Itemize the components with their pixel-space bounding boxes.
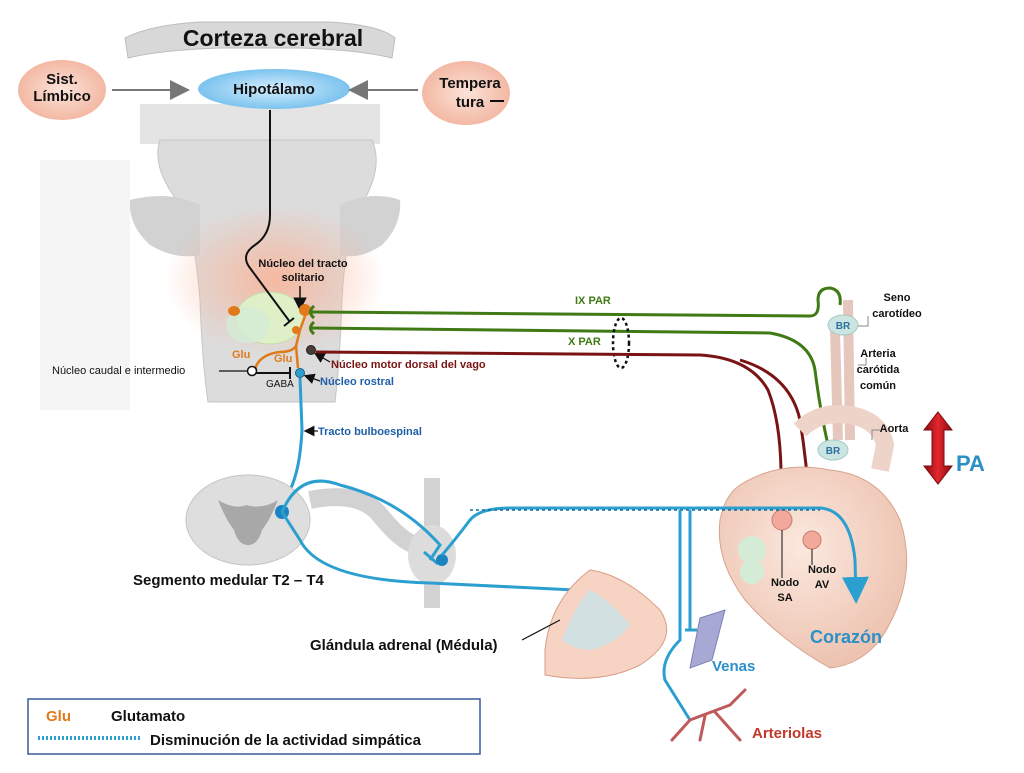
common-carotid-label-line3: común xyxy=(860,380,896,392)
common-carotid-label-line1: Arteria xyxy=(860,348,896,360)
adrenal-gland-illustration xyxy=(544,569,668,679)
rostral-arrow xyxy=(303,373,321,384)
carotid-sinus-label-line1: Seno xyxy=(884,292,911,304)
motor-dorsal-nucleus-node xyxy=(306,345,316,355)
adrenal-label: Glándula adrenal (Médula) xyxy=(310,637,498,654)
limbic-label-line1: Sist. xyxy=(46,71,78,88)
temperature-label-line1: Tempera xyxy=(439,75,501,92)
legend-box xyxy=(27,698,481,755)
legend-glu-abbrev: Glu xyxy=(46,708,71,725)
arterioles-label: Arteriolas xyxy=(752,725,822,742)
carotid-baroreceptor xyxy=(827,314,859,336)
caudal-nucleus-label: Núcleo caudal e intermedio xyxy=(52,365,185,377)
av-node xyxy=(802,530,822,550)
hypothalamus-descending-fiber xyxy=(245,110,291,323)
ix-nerve-label: IX PAR xyxy=(575,295,611,307)
aortic-br-label: BR xyxy=(826,446,841,457)
vein-illustration xyxy=(689,609,726,669)
aortic-baroreceptor xyxy=(817,439,849,461)
nts-label-line1: Núcleo del tracto xyxy=(258,258,348,270)
motor-dorsal-label: Núcleo motor dorsal del vago xyxy=(331,359,486,371)
legend-glu-name: Glutamato xyxy=(111,708,185,725)
adrenal-pointer xyxy=(521,619,561,641)
ix-nerve xyxy=(311,286,842,318)
heart-label: Corazón xyxy=(810,627,882,647)
sa-node xyxy=(771,509,793,531)
veins-label: Venas xyxy=(712,658,755,675)
nucleus-orange-small xyxy=(292,326,300,334)
vagal-motor-fiber xyxy=(315,350,795,511)
sympathetic-to-heart xyxy=(440,506,869,604)
heart-illustration xyxy=(718,299,908,669)
x-nerve-label: X PAR xyxy=(568,336,601,348)
nerve-section-marker xyxy=(611,316,631,370)
glu-label-1: Glu xyxy=(232,349,250,361)
pa-double-arrow xyxy=(922,411,954,485)
legend-dotted-meaning: Disminución de la actividad simpática xyxy=(150,732,422,749)
nucleus-orange-left xyxy=(228,306,240,316)
hypothalamus-node: Hipotálamo xyxy=(198,69,350,109)
sympathetic-ganglion-chain xyxy=(308,478,456,608)
hypothalamus-label: Hipotálamo xyxy=(233,81,315,98)
limbic-system-node: Sist. Límbico xyxy=(18,60,106,120)
ganglion-neuron-node xyxy=(436,554,448,566)
bulbospinal-label: Tracto bulboespinal xyxy=(318,426,422,438)
cortex-shape xyxy=(124,21,396,59)
nucleus-orange-nts xyxy=(299,304,311,316)
page-title: Corteza cerebral xyxy=(183,25,363,51)
carotid-br-label: BR xyxy=(836,321,851,332)
temperature-node: Tempera tura xyxy=(422,61,510,125)
av-node-label-line1: Nodo xyxy=(808,564,836,576)
sympathetic-preganglionic xyxy=(280,479,442,561)
sympathetic-to-adrenal xyxy=(280,511,576,592)
temperature-label-line2: tura xyxy=(456,94,485,111)
sympathetic-to-vessels xyxy=(662,510,692,721)
sa-node-label-line2: SA xyxy=(777,592,792,604)
common-carotid-label-line2: carótida xyxy=(857,364,901,376)
brainstem-shape xyxy=(40,104,401,410)
rostral-nucleus-node xyxy=(295,368,305,378)
spinal-segment-label: Segmento medular T2 – T4 xyxy=(133,572,325,589)
caudal-nucleus-node xyxy=(246,365,258,377)
aorta-label: Aorta xyxy=(880,423,910,435)
nts-label-line2: solitario xyxy=(282,272,325,284)
pa-label: PA xyxy=(956,451,985,476)
gaba-label: GABA xyxy=(266,379,294,390)
sa-node-label-line1: Nodo xyxy=(771,577,799,589)
arteriole-illustration xyxy=(670,688,747,742)
glu-pathway-2 xyxy=(294,345,300,369)
glu-label-2: Glu xyxy=(274,353,292,365)
carotid-sinus-label-line2: carotídeo xyxy=(872,308,922,320)
av-node-label-line2: AV xyxy=(815,579,830,591)
spinal-cord-section xyxy=(185,474,311,566)
rostral-label: Núcleo rostral xyxy=(320,376,394,388)
motor-dorsal-arrow xyxy=(313,352,331,363)
limbic-label-line2: Límbico xyxy=(33,88,91,105)
